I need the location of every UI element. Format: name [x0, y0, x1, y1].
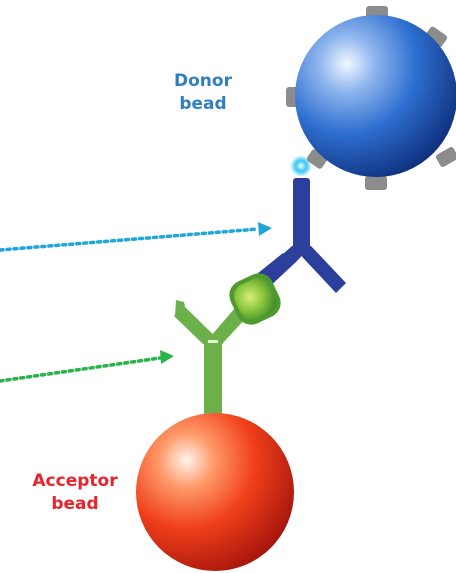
acceptor-bead-label: Acceptor bead — [10, 470, 140, 516]
donor-bead — [295, 15, 456, 177]
donor-label-line2: bead — [158, 93, 248, 116]
blue-dotted-arrow — [0, 222, 272, 250]
acceptor-bead — [136, 413, 294, 571]
acceptor-label-line2: bead — [10, 493, 140, 516]
donor-label-line1: Donor — [158, 70, 248, 93]
acceptor-antibody — [174, 300, 246, 426]
donor-bead-label: Donor bead — [158, 70, 248, 116]
acceptor-label-line1: Acceptor — [10, 470, 140, 493]
green-dotted-arrow — [0, 350, 174, 381]
antibody-hinge-mark — [208, 340, 218, 343]
